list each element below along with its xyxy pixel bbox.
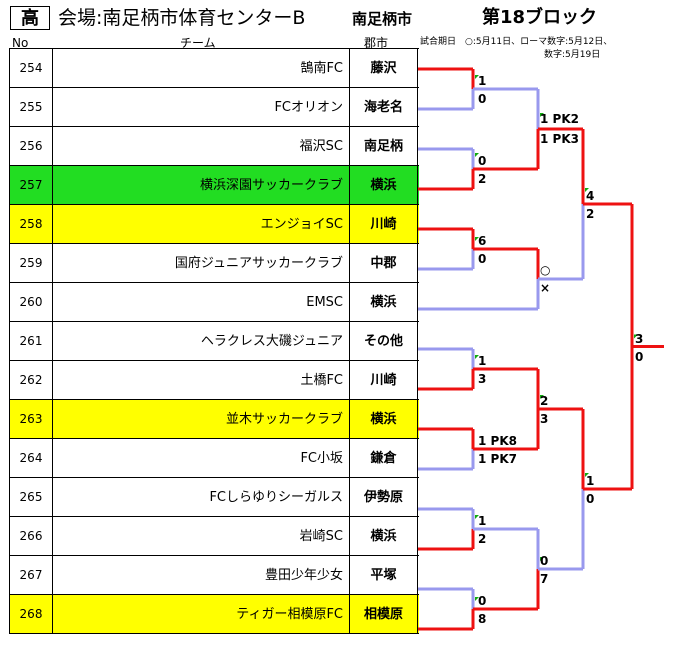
match-score: 1 PK7 <box>478 452 517 466</box>
team-city: 藤沢 <box>350 49 418 88</box>
team-city: 平塚 <box>350 556 418 595</box>
match-score: 1 PK2 <box>540 112 579 126</box>
team-city: 横浜 <box>350 517 418 556</box>
team-name: FCオリオン <box>53 88 350 127</box>
grade-box: 高 <box>10 6 50 30</box>
team-number: 261 <box>10 322 53 361</box>
match-score: 8 <box>478 612 487 626</box>
team-name: ティガー相模原FC <box>53 595 350 634</box>
team-number: 254 <box>10 49 53 88</box>
team-city: 伊勢原 <box>350 478 418 517</box>
team-number: 260 <box>10 283 53 322</box>
team-city: その他 <box>350 322 418 361</box>
match-score: 4 <box>586 189 595 203</box>
team-city: 相模原 <box>350 595 418 634</box>
team-city: 横浜 <box>350 283 418 322</box>
team-name: 鵠南FC <box>53 49 350 88</box>
team-number: 262 <box>10 361 53 400</box>
team-number: 266 <box>10 517 53 556</box>
team-city: 南足柄 <box>350 127 418 166</box>
match-score: 0 <box>478 92 487 106</box>
match-score: 7 <box>540 572 549 586</box>
match-score: 0 <box>478 594 487 608</box>
team-number: 257 <box>10 166 53 205</box>
match-score: 1 PK8 <box>478 434 517 448</box>
column-header-city: 郡市 <box>364 36 389 50</box>
match-score: 1 <box>478 514 487 528</box>
team-city: 横浜 <box>350 166 418 205</box>
team-city: 海老名 <box>350 88 418 127</box>
match-score: 1 PK3 <box>540 132 579 146</box>
header: 高 会場:南足柄市体育センターB 南足柄市 第18ブロック <box>0 0 683 34</box>
team-number: 265 <box>10 478 53 517</box>
match-score: 0 <box>478 154 487 168</box>
team-name: 並木サッカークラブ <box>53 400 350 439</box>
block-title: 第18ブロック <box>482 7 598 28</box>
match-score: 6 <box>478 234 487 248</box>
match-score: 3 <box>540 412 549 426</box>
match-score: 3 <box>635 331 644 346</box>
column-header-no: No <box>12 36 29 50</box>
team-name: 岩崎SC <box>53 517 350 556</box>
team-number: 258 <box>10 205 53 244</box>
team-name: FC小坂 <box>53 439 350 478</box>
match-score: 1 <box>586 474 595 488</box>
team-name: 豊田少年少女 <box>53 556 350 595</box>
match-score: 0 <box>586 492 595 506</box>
team-city: 中郡 <box>350 244 418 283</box>
match-score: 0 <box>478 252 487 266</box>
column-header-team: チーム <box>180 36 216 50</box>
team-number: 255 <box>10 88 53 127</box>
team-city: 鎌倉 <box>350 439 418 478</box>
host-city: 南足柄市 <box>352 10 413 28</box>
team-city: 横浜 <box>350 400 418 439</box>
match-score: ○ <box>540 263 551 277</box>
team-name: 横浜深園サッカークラブ <box>53 166 350 205</box>
team-name: 土橋FC <box>53 361 350 400</box>
match-score: 0 <box>540 554 549 568</box>
match-score: 2 <box>586 207 595 221</box>
match-score: 2 <box>478 532 487 546</box>
team-city: 川崎 <box>350 361 418 400</box>
team-name: FCしらゆりシーガルス <box>53 478 350 517</box>
team-name: 福沢SC <box>53 127 350 166</box>
schedule-note-line1: 試合期日 ○:5月11日、ローマ数字:5月12日、 <box>420 37 613 47</box>
team-number: 267 <box>10 556 53 595</box>
venue-title: 会場:南足柄市体育センターB <box>58 7 306 29</box>
schedule-note-line2: 数字:5月19日 <box>544 50 601 60</box>
match-score: × <box>540 281 551 295</box>
match-score: 1 <box>478 354 487 368</box>
match-score: 0 <box>635 349 644 364</box>
team-number: 259 <box>10 244 53 283</box>
match-score: 2 <box>478 172 487 186</box>
team-number: 263 <box>10 400 53 439</box>
team-name: エンジョイSC <box>53 205 350 244</box>
match-score: 1 <box>478 74 487 88</box>
team-number: 268 <box>10 595 53 634</box>
team-name: EMSC <box>53 283 350 322</box>
match-score: 2 <box>540 394 549 408</box>
team-city: 川崎 <box>350 205 418 244</box>
team-number: 256 <box>10 127 53 166</box>
match-score: 3 <box>478 372 487 386</box>
team-name: 国府ジュニアサッカークラブ <box>53 244 350 283</box>
team-name: ヘラクレス大磯ジュニア <box>53 322 350 361</box>
team-number: 264 <box>10 439 53 478</box>
